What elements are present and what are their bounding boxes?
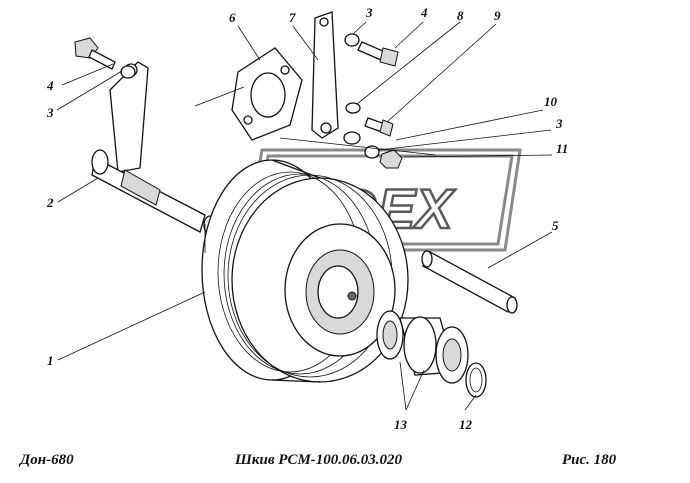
retaining-ring: [465, 362, 487, 398]
callout-9: 9: [494, 8, 501, 23]
figure-number: Рис. 180: [562, 452, 617, 468]
washer-top: [344, 33, 360, 47]
bolt-left: [74, 37, 116, 70]
bolt-9: [364, 117, 394, 137]
shaft-with-bracket: [91, 61, 217, 235]
callout-7: 7: [289, 10, 296, 25]
leader-lines: [56, 21, 553, 411]
callout-5: 5: [552, 218, 559, 233]
bolt-top: [357, 41, 399, 67]
callout-3-top: 3: [365, 5, 373, 20]
callout-2: 2: [46, 195, 54, 210]
callout-11: 11: [556, 141, 568, 156]
bracket-plate: [311, 11, 339, 139]
callout-12: 12: [459, 417, 473, 432]
washer-10: [343, 131, 361, 145]
callout-6: 6: [229, 10, 236, 25]
washer-left: [120, 65, 136, 79]
bearings: [376, 310, 469, 384]
callout-4-top: 4: [420, 5, 428, 20]
callout-4-left: 4: [46, 78, 54, 93]
nut-11: [379, 149, 403, 169]
callout-3-right: 3: [555, 116, 563, 131]
model-label: Дон-680: [20, 452, 74, 468]
callout-3-left: 3: [46, 105, 54, 120]
figure-caption: Шкив РСМ-100.06.03.020: [235, 452, 403, 468]
callout-1: 1: [47, 353, 54, 368]
callout-13: 13: [394, 417, 408, 432]
callout-10: 10: [544, 94, 558, 109]
washer-3b: [364, 145, 380, 159]
washer-8: [345, 102, 361, 114]
callout-labels: 1 2 3 3 3 4 4 5 6 7 8 9 10 11 12 13: [46, 5, 568, 432]
sleeve: [421, 250, 518, 314]
callout-8: 8: [457, 8, 464, 23]
pulley: [201, 159, 409, 383]
flange: [231, 47, 303, 141]
